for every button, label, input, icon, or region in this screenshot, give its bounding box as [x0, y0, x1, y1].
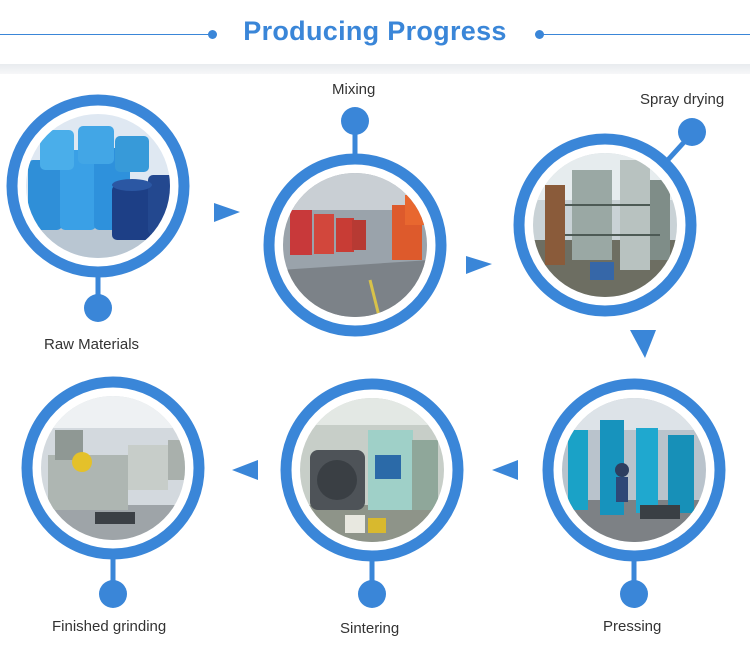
arrow-left-icon — [232, 460, 258, 480]
step-raw-materials — [6, 94, 190, 322]
title-bar: Producing Progress — [0, 0, 750, 72]
arrow-right-icon — [214, 203, 240, 222]
step-finished-grinding — [21, 376, 205, 608]
title-dot-left — [208, 30, 217, 39]
step-label-pressing: Pressing — [603, 618, 662, 635]
step-label-finished-grinding: Finished grinding — [52, 618, 167, 635]
connector-dot — [99, 580, 127, 608]
mixing-machines-photo — [283, 173, 427, 317]
page-title: Producing Progress — [243, 16, 507, 46]
step-label-sintering: Sintering — [340, 620, 400, 637]
header-band — [0, 64, 750, 74]
step-label-mixing: Mixing — [332, 81, 376, 98]
title-line-left — [0, 34, 210, 35]
connector-dot — [678, 118, 706, 146]
step-sintering — [280, 378, 464, 608]
title-dot-right — [535, 30, 544, 39]
sintering-furnace-photo — [300, 398, 444, 542]
step-mixing — [263, 107, 447, 337]
title-line-right — [540, 34, 750, 35]
step-spray-drying — [513, 118, 706, 317]
step-label-spray-drying: Spray drying — [640, 91, 725, 108]
arrow-left-icon — [492, 460, 518, 480]
connector-dot — [341, 107, 369, 135]
connector-stem — [664, 138, 688, 164]
step-pressing — [542, 378, 726, 608]
arrow-down-icon — [630, 330, 656, 358]
step-label-raw-materials: Raw Materials — [44, 336, 140, 353]
connector-dot — [358, 580, 386, 608]
connector-dot — [84, 294, 112, 322]
arrow-right-icon — [466, 256, 492, 274]
spray-drying-tower-photo — [533, 153, 677, 297]
connector-dot — [620, 580, 648, 608]
